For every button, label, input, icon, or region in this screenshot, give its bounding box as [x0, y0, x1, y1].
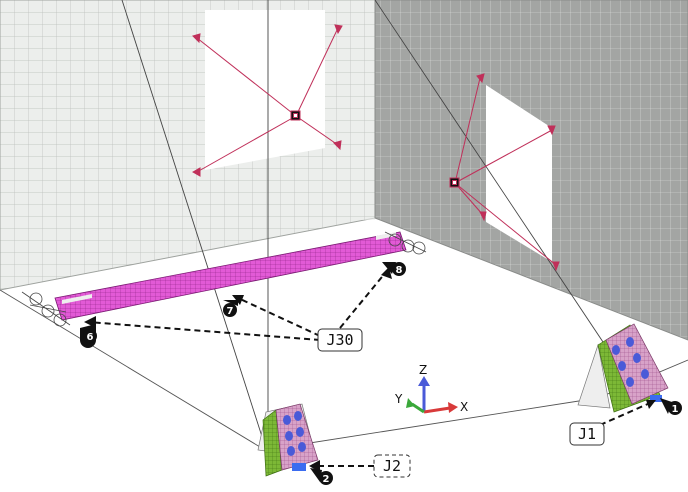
right-window-bracing: [449, 73, 560, 272]
svg-text:7: 7: [227, 306, 234, 317]
j1-bolts: [612, 337, 662, 402]
callout-j2: J2: [373, 454, 411, 478]
beam-left-fixture: [21, 291, 71, 327]
cables: [121, 0, 616, 447]
marker-6: 6: [80, 324, 97, 348]
marker-2: 2: [310, 468, 333, 485]
beam: [54, 231, 407, 321]
support-j2: [257, 403, 319, 477]
triad-y-label: Y: [394, 392, 403, 406]
support-j1: [577, 323, 669, 413]
right-wall-window-opening: [486, 85, 552, 262]
svg-text:6: 6: [87, 332, 94, 343]
left-window-bracing: [191, 24, 343, 177]
svg-text:J30: J30: [326, 331, 353, 349]
triad-z-label: Z: [419, 363, 427, 377]
svg-text:2: 2: [323, 474, 330, 485]
svg-text:J1: J1: [578, 425, 596, 443]
svg-text:J2: J2: [383, 457, 401, 475]
beam-right-fixture: [384, 231, 427, 255]
j2-bolts: [283, 411, 306, 471]
callout-leaders: [87, 271, 651, 467]
callout-j30: J30: [317, 328, 363, 352]
callout-j1: J1: [569, 422, 605, 446]
marker-7: 7: [223, 300, 238, 317]
left-wall-window-opening: [205, 10, 325, 170]
marker-1: 1: [660, 398, 682, 415]
svg-text:8: 8: [396, 265, 403, 276]
marker-8: 8: [382, 262, 406, 276]
svg-text:1: 1: [672, 404, 679, 415]
triad-x-label: X: [460, 400, 468, 414]
coordinate-triad: Z X Y: [394, 363, 468, 414]
